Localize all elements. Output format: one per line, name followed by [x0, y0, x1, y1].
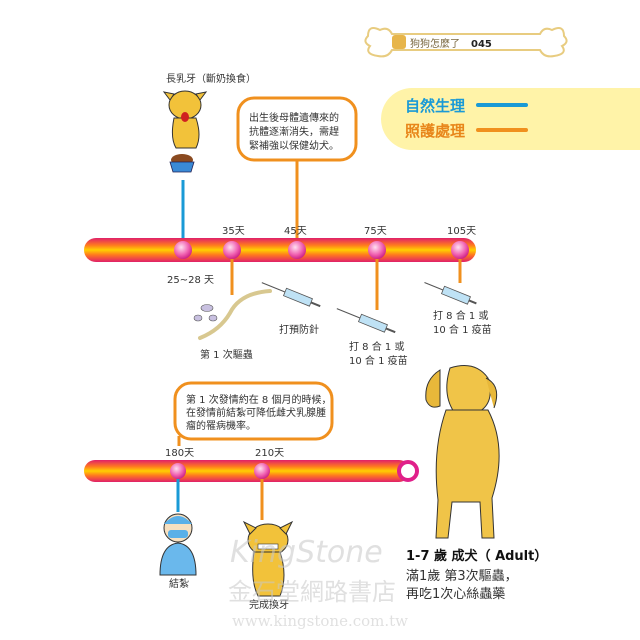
event-label: 打 8 合 1 或	[433, 309, 488, 322]
puppy-illustration	[162, 90, 208, 149]
node-25-28	[174, 241, 192, 259]
callout1-line: 緊補強以保健幼犬。	[249, 139, 339, 152]
day-label: 180天	[165, 448, 194, 459]
adult-line: 滿1歲 第3次驅蟲，	[406, 568, 518, 584]
syringe-icon	[424, 282, 477, 305]
event-label: 結紮	[169, 577, 189, 590]
callout1-line: 出生後母體遺傳來的	[249, 111, 339, 124]
event-label: 打 8 合 1 或	[349, 340, 404, 353]
node-210	[254, 463, 270, 479]
event-label: 10 合 1 疫苗	[433, 323, 492, 336]
timeline-end-node	[397, 460, 419, 482]
legend-label-natural: 自然生理	[405, 97, 465, 115]
timeline-bar-2	[84, 460, 410, 482]
day-label: 45天	[284, 226, 307, 237]
event-label: 打預防針	[279, 323, 319, 336]
legend: 自然生理 照護處理	[381, 88, 640, 150]
node-180	[170, 463, 186, 479]
day-label: 25~28 天	[167, 275, 214, 286]
callout2-line: 瘤的罹病機率。	[186, 419, 256, 432]
adult-dog-illustration	[425, 365, 500, 539]
event-label: 10 合 1 疫苗	[349, 354, 408, 367]
node-105	[451, 241, 469, 259]
day-label: 35天	[222, 226, 245, 237]
chapter-title: 狗狗怎麼了	[410, 37, 460, 50]
watermark-name: 金石堂網路書店	[228, 578, 396, 606]
day-label: 210天	[255, 448, 284, 459]
dog-logo-icon	[392, 35, 406, 49]
watermark-url: www.kingstone.com.tw	[232, 612, 408, 630]
node-75	[368, 241, 386, 259]
day-label: 75天	[364, 226, 387, 237]
adult-title: 1-7 歲 成犬（ Adult）	[406, 548, 547, 564]
veterinarian-illustration	[159, 513, 197, 576]
callout1-line: 抗體逐漸消失，需趕	[249, 125, 339, 138]
page-number: 045	[471, 39, 492, 50]
event-label: 第 1 次驅蟲	[200, 348, 253, 361]
callout-estrus: 第 1 次發情約在 8 個月的時候， 在發情前結紮可降低雌犬乳腺腫 瘤的罹病機率…	[173, 381, 334, 441]
worm-and-pills-illustration	[193, 289, 272, 340]
adult-line: 再吃1次心絲蟲藥	[406, 586, 505, 602]
header-bone: 狗狗怎麼了 045	[364, 27, 568, 58]
stage1-title: 長乳牙（斷奶換食）	[166, 72, 256, 85]
callout-antibody: 出生後母體遺傳來的 抗體逐漸消失，需趕 緊補強以保健幼犬。	[236, 96, 358, 250]
syringe-icon	[336, 308, 396, 334]
watermark-brand: KingStone	[230, 535, 383, 570]
callout2-line: 在發情前結紮可降低雌犬乳腺腫	[186, 406, 326, 419]
day-label: 105天	[447, 226, 476, 237]
node-35	[223, 241, 241, 259]
watermark: KingStone 金石堂網路書店 www.kingstone.com.tw	[228, 535, 408, 630]
legend-label-care: 照護處理	[405, 122, 465, 140]
callout2-line: 第 1 次發情約在 8 個月的時候，	[186, 393, 331, 406]
timeline-bar-1	[84, 238, 476, 262]
event-label: 完成換牙	[249, 598, 289, 611]
syringe-icon	[261, 282, 321, 308]
smiling-dog-illustration	[242, 520, 294, 597]
food-bowl-illustration	[169, 154, 195, 173]
node-45	[288, 241, 306, 259]
